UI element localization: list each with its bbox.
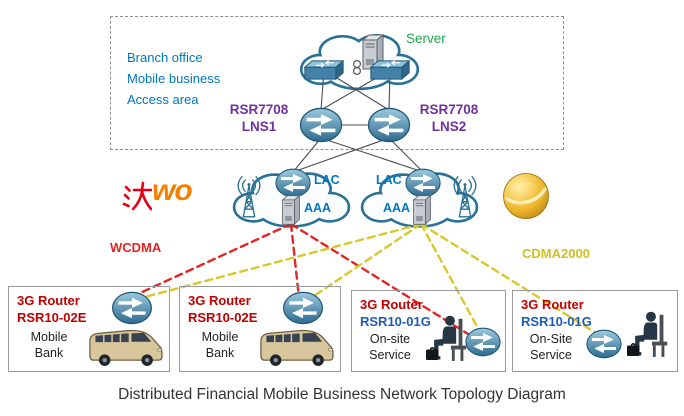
service-line: Service <box>530 348 572 362</box>
lns2-router-icon <box>367 107 411 143</box>
aaa-label-right: AAA <box>383 201 411 215</box>
site-title-group: 3G Router RSR10-02E <box>188 292 257 326</box>
lac-label-left: LAC <box>314 173 340 187</box>
site-title-group: 3G Router RSR10-01G <box>521 296 592 330</box>
access-area-label: Branch office Mobile business Access are… <box>127 47 220 110</box>
site-title: 3G Router <box>188 293 251 308</box>
site-title-group: 3G Router RSR10-01G <box>360 296 431 330</box>
service-line: On-Site <box>529 332 573 346</box>
server-label: Server <box>406 31 446 46</box>
aaa-server-icon-left <box>282 195 300 225</box>
cdma2000-links <box>139 222 606 340</box>
switch-link-icon <box>353 59 362 75</box>
lns1-router-icon <box>299 107 343 143</box>
site-box-onsite-service-1: 3G Router RSR10-01G On-site Service <box>351 290 506 372</box>
lns1-label: RSR7708 LNS1 <box>220 101 298 135</box>
service-line: Service <box>369 348 411 362</box>
wcdma-link-label: WCDMA <box>110 240 162 255</box>
van-icon <box>260 329 334 367</box>
aaa-label-left: AAA <box>304 201 332 215</box>
site-model: RSR10-02E <box>188 310 258 325</box>
site-box-onsite-service-2: 3G Router RSR10-01G On-Site Service <box>512 290 678 372</box>
lac-label-right: LAC <box>376 173 402 187</box>
service-line: Bank <box>34 346 64 360</box>
switch-icon <box>304 60 344 80</box>
site-title-group: 3G Router RSR10-02E <box>17 292 86 326</box>
antenna-icon <box>453 175 477 218</box>
site-service-label: On-Site Service <box>521 331 581 363</box>
service-line: Mobile <box>30 330 68 344</box>
diagram-caption: Distributed Financial Mobile Business Ne… <box>118 386 566 403</box>
site-model: RSR10-01G <box>360 314 431 329</box>
site-title: 3G Router <box>360 297 423 312</box>
unicom-logo-text: wo <box>152 174 193 207</box>
service-line: Mobile <box>201 330 239 344</box>
router-icon <box>586 329 622 359</box>
site-service-label: Mobile Bank <box>21 329 77 361</box>
site-box-mobile-bank-2: 3G Router RSR10-02E Mobile Bank <box>179 286 341 372</box>
lns2-name: RSR7708 <box>419 102 479 117</box>
site-model: RSR10-01G <box>521 314 592 329</box>
service-line: On-site <box>369 332 411 346</box>
person-icon <box>627 310 669 358</box>
site-title: 3G Router <box>17 293 80 308</box>
wcdma-links <box>127 222 470 336</box>
access-area-line: Mobile business <box>127 71 221 86</box>
access-area-line: Access area <box>127 92 199 107</box>
cdma2000-link-label: CDMA2000 <box>522 246 590 261</box>
antenna-icon <box>237 175 261 218</box>
lns1-name: RSR7708 <box>229 102 289 117</box>
site-service-label: Mobile Bank <box>192 329 248 361</box>
router-icon <box>465 327 501 357</box>
unicom-logo-mark-icon <box>122 181 152 211</box>
lns2-id: LNS2 <box>431 119 467 134</box>
aaa-server-icon-right <box>413 195 431 225</box>
site-service-label: On-site Service <box>360 331 420 363</box>
site-box-mobile-bank-1: 3G Router RSR10-02E Mobile Bank <box>8 286 170 372</box>
site-model: RSR10-02E <box>17 310 87 325</box>
van-icon <box>89 329 163 367</box>
lns2-label: RSR7708 LNS2 <box>410 101 488 135</box>
switch-icon <box>370 60 410 80</box>
access-area-box <box>110 16 564 150</box>
service-line: Bank <box>205 346 235 360</box>
access-area-line: Branch office <box>127 50 203 65</box>
lns1-id: LNS1 <box>241 119 277 134</box>
site-title: 3G Router <box>521 297 584 312</box>
golden-ball-logo-icon <box>503 173 549 219</box>
